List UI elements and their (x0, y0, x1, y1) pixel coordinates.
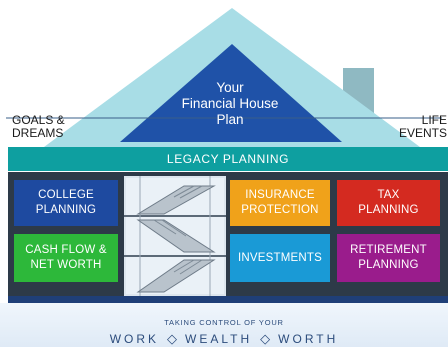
cashflow-line2: NET WORTH (30, 259, 102, 271)
life-label-line2: EVENTS (399, 126, 448, 140)
college-line1: COLLEGE (38, 189, 94, 201)
investments-box: INVESTMENTS (230, 234, 330, 282)
tax-line1: TAX (377, 189, 400, 201)
footer-tagline: TAKING CONTROL OF YOUR (164, 318, 284, 327)
footer-word-worth: WORTH (278, 332, 339, 346)
investments-text: INVESTMENTS (238, 251, 322, 264)
life-events-label: LIFE EVENTS (399, 114, 447, 140)
college-planning-box: COLLEGE PLANNING (14, 180, 118, 226)
cashflow-line1: CASH FLOW & (25, 244, 107, 256)
footer-word-work: WORK (109, 332, 160, 346)
insurance-protection-box: INSURANCE PROTECTION (230, 180, 330, 226)
roof-title: Your Financial House Plan (160, 80, 300, 128)
footer-band (0, 303, 448, 347)
house-body: COLLEGE PLANNING CASH FLOW & NET WORTH I… (8, 172, 448, 296)
insurance-line1: INSURANCE (245, 189, 315, 201)
footer-word-wealth: WEALTH (185, 332, 253, 346)
college-planning-text: COLLEGE PLANNING (36, 188, 96, 218)
foundation-stripe (8, 296, 448, 303)
retirement-line2: PLANNING (358, 259, 419, 271)
cash-flow-box: CASH FLOW & NET WORTH (14, 234, 118, 282)
goals-label-line2: DREAMS (12, 126, 64, 140)
legacy-planning-band: LEGACY PLANNING (8, 147, 448, 171)
footer-values: WORK ◇ WEALTH ◇ WORTH (0, 331, 448, 347)
college-line2: PLANNING (35, 204, 97, 216)
tax-text: TAX PLANNING (358, 188, 418, 218)
roof-title-line2: Financial House (181, 96, 279, 111)
roof-title-line3: Plan (216, 112, 244, 127)
tax-line2: PLANNING (358, 204, 419, 216)
retirement-line1: RETIREMENT (350, 244, 427, 256)
life-label-line1: LIFE (421, 113, 447, 127)
roof-title-line1: Your (216, 80, 244, 95)
cash-flow-text: CASH FLOW & NET WORTH (25, 243, 106, 273)
insurance-text: INSURANCE PROTECTION (241, 188, 318, 218)
staircase-icon (124, 176, 226, 296)
diamond-icon: ◇ (260, 331, 271, 346)
diamond-icon: ◇ (167, 331, 178, 346)
retirement-planning-box: RETIREMENT PLANNING (337, 234, 440, 282)
insurance-line2: PROTECTION (241, 204, 319, 216)
goals-dreams-label: GOALS & DREAMS (12, 114, 65, 140)
tax-planning-box: TAX PLANNING (337, 180, 440, 226)
legacy-planning-label: LEGACY PLANNING (166, 152, 290, 166)
house-roof (6, 8, 442, 147)
goals-label-line1: GOALS & (12, 113, 65, 127)
retirement-text: RETIREMENT PLANNING (350, 243, 427, 273)
